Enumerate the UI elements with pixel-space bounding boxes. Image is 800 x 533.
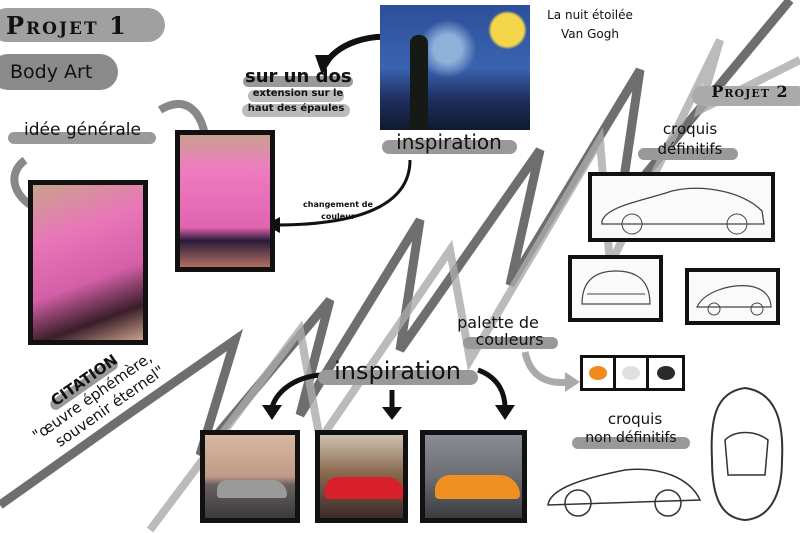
inspiration-bottom-label: inspiration bbox=[334, 357, 461, 385]
changement-label-1: changement de bbox=[303, 200, 373, 209]
extension-label-2: haut des épaules bbox=[247, 103, 345, 114]
body-art-photo-1 bbox=[28, 180, 148, 345]
projet1-subtitle: Body Art bbox=[10, 61, 93, 83]
projet1-subtitle-pill: Body Art bbox=[0, 54, 118, 90]
croquis-definitifs-label-2: définitifs bbox=[657, 140, 723, 158]
car-sketch-side bbox=[588, 172, 775, 242]
palette-label-1: palette de bbox=[457, 313, 539, 332]
croquis-definitifs-label-1: croquis bbox=[662, 120, 718, 138]
painting-title: La nuit étoilée bbox=[547, 8, 633, 22]
sur-un-dos-label: sur un dos bbox=[245, 66, 352, 87]
projet1-title-pill: Projet 1 bbox=[0, 8, 165, 42]
car-photo-silver bbox=[200, 430, 300, 523]
idee-generale-label: idée générale bbox=[24, 120, 141, 140]
swatch-light-gray bbox=[622, 366, 640, 380]
car-sketch-three-quarter bbox=[685, 268, 780, 325]
projet2-title: Projet 2 bbox=[711, 82, 789, 101]
extension-label-1: extension sur le bbox=[252, 88, 344, 99]
car-photo-red bbox=[315, 430, 408, 523]
swatch-black bbox=[656, 366, 675, 380]
car-sketch-front bbox=[568, 255, 663, 322]
projet1-title: Projet 1 bbox=[6, 10, 128, 40]
body-art-photo-2 bbox=[175, 130, 275, 272]
croquis-non-definitifs-label-1: croquis bbox=[607, 410, 663, 428]
inspiration-top-label: inspiration bbox=[396, 130, 502, 154]
painting-artist: Van Gogh bbox=[561, 27, 619, 41]
palette-label-2: couleurs bbox=[475, 330, 544, 349]
changement-label-2: couleur bbox=[321, 212, 355, 221]
color-palette bbox=[580, 355, 685, 391]
car-photo-orange bbox=[420, 430, 527, 523]
starry-night-painting bbox=[380, 5, 530, 130]
swatch-orange bbox=[589, 366, 607, 380]
croquis-non-definitifs-label-2: non définitifs bbox=[585, 430, 677, 446]
